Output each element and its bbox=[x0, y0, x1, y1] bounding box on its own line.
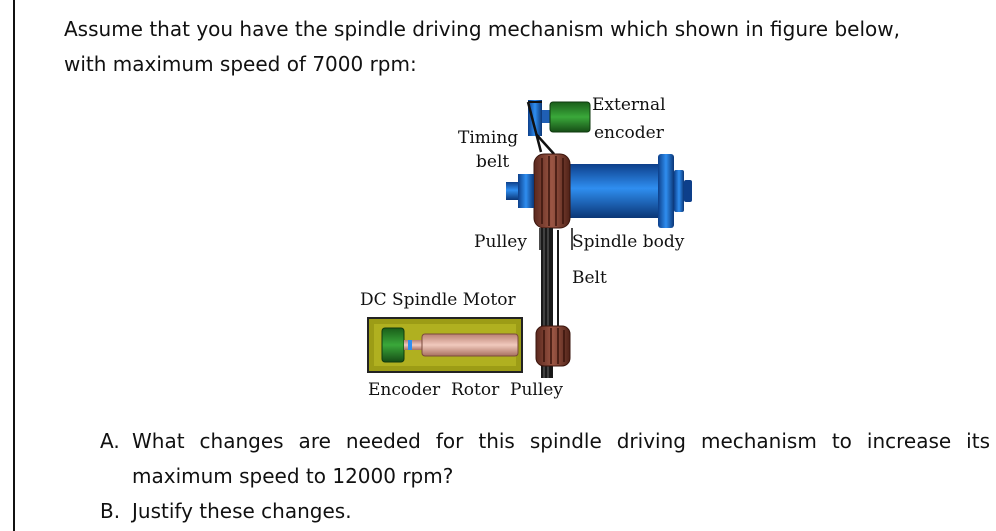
label-dc-spindle-motor: DC Spindle Motor bbox=[360, 290, 516, 310]
problem-statement: Assume that you have the spindle driving… bbox=[64, 12, 984, 82]
question-a-letter: A. bbox=[100, 429, 120, 453]
page-left-border bbox=[13, 0, 15, 531]
label-belt: Belt bbox=[572, 268, 607, 288]
label-belt-top: belt bbox=[476, 152, 510, 172]
question-b-text: Justify these changes. bbox=[132, 499, 352, 523]
question-b: B. Justify these changes. bbox=[100, 494, 990, 529]
intro-line-1: Assume that you have the spindle driving… bbox=[64, 17, 900, 41]
spindle-diagram bbox=[367, 100, 692, 378]
spindle-body bbox=[556, 154, 692, 228]
label-external: External bbox=[592, 95, 666, 115]
label-encoder: encoder bbox=[594, 123, 664, 143]
motor-pulley bbox=[535, 325, 571, 367]
spindle-mechanism-figure: External encoder Timing belt Pulley Spin… bbox=[358, 92, 698, 410]
timing-belt bbox=[526, 101, 555, 155]
label-encoder-rotor-pulley: Encoder Rotor Pulley bbox=[368, 380, 563, 400]
label-timing: Timing bbox=[458, 128, 519, 148]
spindle-pulley bbox=[533, 153, 571, 229]
external-encoder bbox=[528, 100, 591, 136]
question-a: A. What changes are needed for this spin… bbox=[100, 424, 990, 494]
dc-spindle-motor bbox=[367, 317, 523, 373]
leader-lines bbox=[539, 228, 573, 376]
spindle-shaft-end bbox=[506, 174, 534, 208]
label-pulley: Pulley bbox=[474, 232, 527, 252]
question-list: A. What changes are needed for this spin… bbox=[100, 424, 990, 529]
question-b-letter: B. bbox=[100, 499, 121, 523]
label-spindle-body: Spindle body bbox=[572, 232, 685, 252]
question-a-text: What changes are needed for this spindle… bbox=[132, 429, 990, 488]
intro-line-2: with maximum speed of 7000 rpm: bbox=[64, 52, 417, 76]
